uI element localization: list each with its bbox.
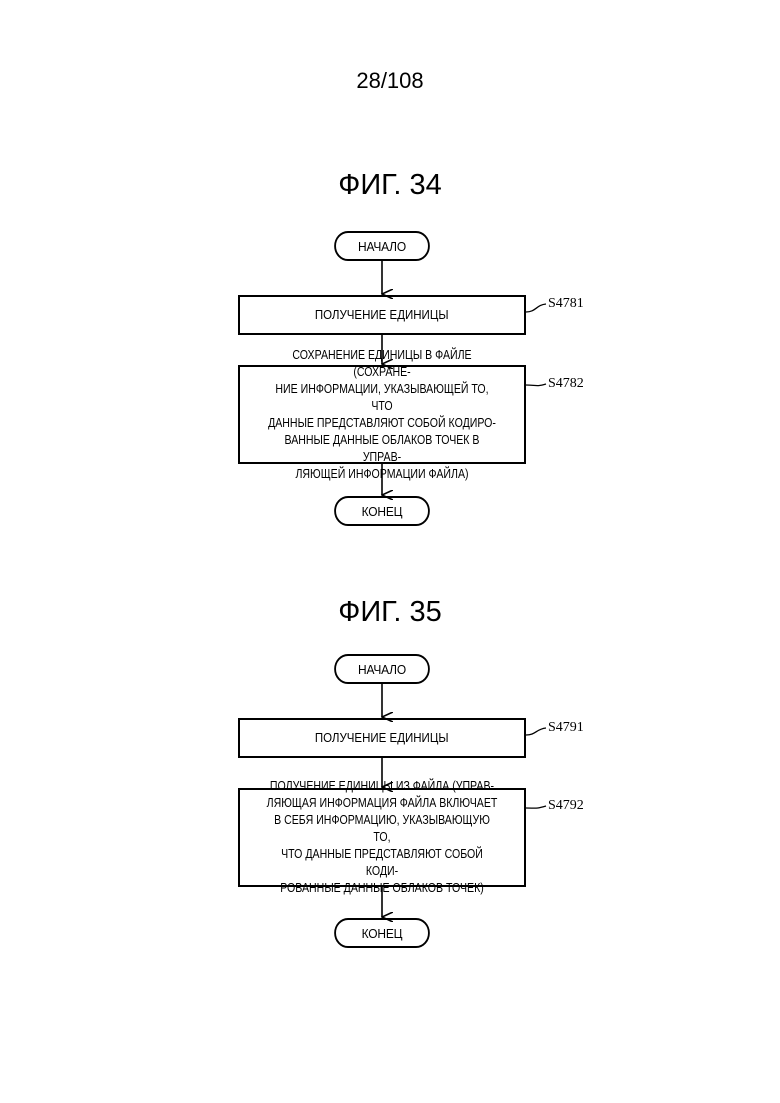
fig35-s4791-leader [526, 728, 546, 735]
fig34-s4781-leader [526, 304, 546, 312]
fig35-s4792-leader [526, 806, 546, 808]
fig34-s4782-leader [526, 384, 546, 386]
